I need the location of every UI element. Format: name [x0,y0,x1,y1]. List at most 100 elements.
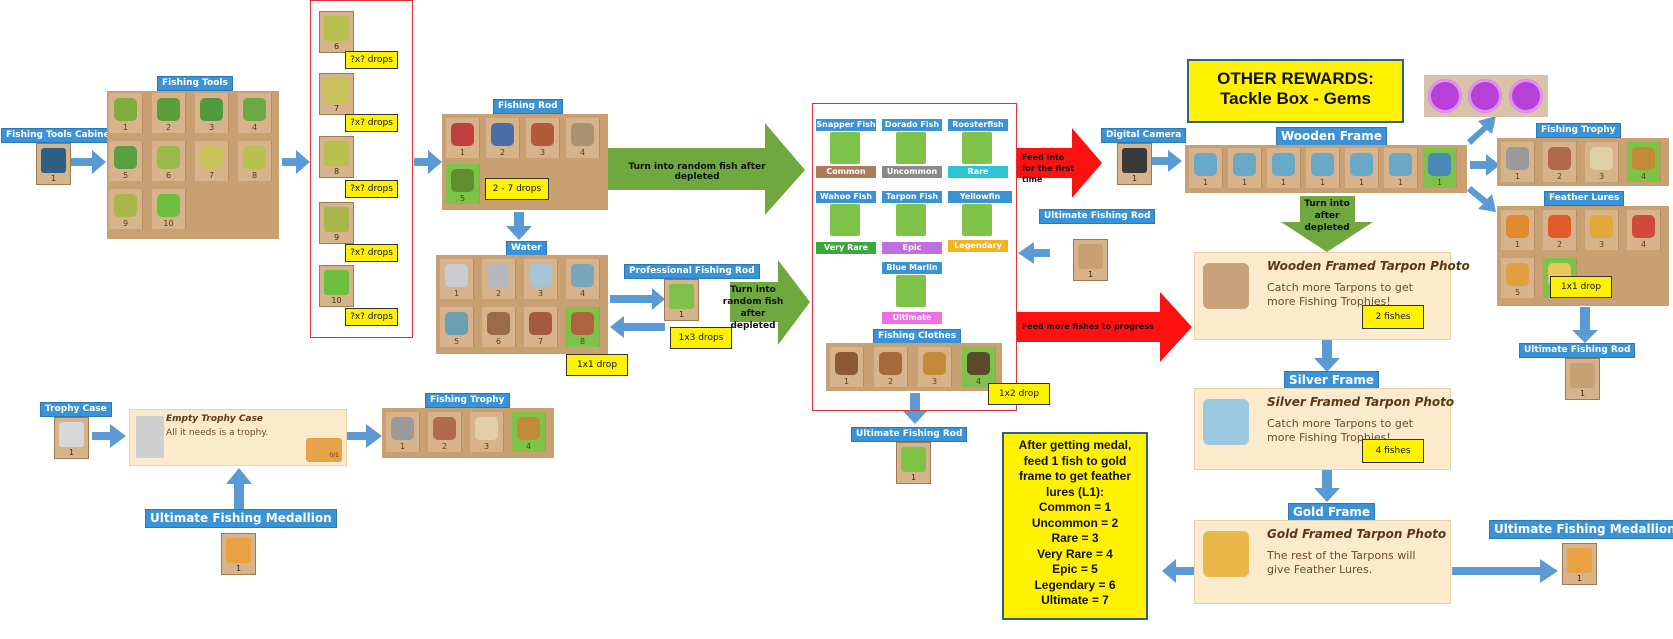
wooden-photo-card[interactable]: Wooden Framed Tarpon Photo Catch more Ta… [1194,252,1470,340]
green-arrow-1-text: Turn into random fish after depleted [628,162,766,182]
tool-item[interactable]: 3 [195,93,229,133]
ultimate-rod-right-slot[interactable]: 1 [1566,359,1599,399]
fish-icon[interactable] [830,204,860,236]
count: 1 [1576,574,1583,583]
lure-item[interactable]: 4 [1627,210,1661,250]
drop-tool-slot[interactable]: 10 [320,266,353,306]
trophy-item[interactable]: 2 [1543,142,1577,182]
lure-item[interactable]: 2 [1543,210,1577,250]
rod-icon [451,123,474,146]
vest-icon [923,352,946,375]
water-label: Water [507,242,546,255]
item-num: 6 [333,42,340,51]
rod-item[interactable]: 1 [446,118,480,158]
gold-photo-card[interactable]: Gold Framed Tarpon Photo The rest of the… [1194,520,1451,604]
professional-rod-slot[interactable]: 1 [665,280,698,320]
tool-item[interactable]: 5 [109,141,143,181]
fish-icon[interactable] [830,132,860,164]
silver-photo-card[interactable]: Silver Framed Tarpon Photo Catch more Ta… [1194,388,1454,470]
clothes-item[interactable]: 1 [830,347,864,387]
fish-icon[interactable] [896,132,926,164]
water-item[interactable]: 8 [566,307,600,347]
clothes-item[interactable]: 3 [918,347,952,387]
clothes-item[interactable]: 2 [874,347,908,387]
wooden-photo-note: 2 fishes [1362,305,1424,329]
lure-item[interactable]: 5 [1501,258,1535,298]
rod-item[interactable]: 3 [526,118,560,158]
trophy-icon [433,417,456,440]
water-item[interactable]: 6 [482,307,516,347]
fish-icon[interactable] [896,204,926,236]
case-icon [136,416,164,458]
trophy-icon [517,417,540,440]
gem-icon[interactable] [1428,79,1462,113]
water-item[interactable]: 1 [440,259,474,299]
professional-rod-label: Professional Fishing Rod [625,265,759,278]
ultimate-medallion-left-slot[interactable]: 1 [222,534,255,574]
digital-camera-slot[interactable]: 1 [1118,144,1151,184]
drop-tool-slot[interactable]: 9 [320,203,353,243]
ultimate-rod-mid-slot[interactable]: 1 [1074,240,1107,280]
blue-arrow [902,393,928,424]
fishing-tools-cabinet-slot[interactable]: 1 [37,144,70,184]
fish-icon[interactable] [962,204,992,236]
wooden-frame-item[interactable]: 1 [1345,148,1379,188]
tool-item[interactable]: 8 [238,141,272,181]
lure-item[interactable]: 3 [1585,210,1619,250]
trophy-item[interactable]: 4 [1627,142,1661,182]
lure-item[interactable]: 1 [1501,210,1535,250]
trophy-item[interactable]: 1 [386,412,420,452]
water-icon [529,312,552,335]
trophy-icon [1548,147,1571,170]
drop-tool-slot[interactable]: 7 [320,74,353,114]
fish-name: Dorado Fish [882,119,942,131]
item-num: 1 [1358,178,1365,187]
trophy-item[interactable]: 3 [1585,142,1619,182]
blue-arrow [610,316,665,338]
fish-icon[interactable] [896,275,926,307]
water-item[interactable]: 7 [524,307,558,347]
ultimate-medallion-right-slot[interactable]: 1 [1563,544,1596,584]
empty-trophy-case-card[interactable]: Empty Trophy Case All it needs is a trop… [129,409,347,466]
rod-item[interactable]: 5 [446,164,480,204]
trophy-case-slot[interactable]: 1 [55,418,88,458]
tool-item[interactable]: 9 [109,189,143,229]
wooden-frame-item[interactable]: 1 [1267,148,1301,188]
trophy-icon [1590,147,1613,170]
tool-item[interactable]: 10 [152,189,186,229]
ultimate-rod-center-slot[interactable]: 1 [897,443,930,483]
trophy-item[interactable]: 3 [470,412,504,452]
fishing-trophy-right-label: Fishing Trophy [1537,124,1620,137]
water-item[interactable]: 4 [566,259,600,299]
water-item[interactable]: 3 [524,259,558,299]
gem-icon[interactable] [1509,79,1543,113]
trophy-item[interactable]: 1 [1501,142,1535,182]
fish-icon[interactable] [962,132,992,164]
tool-item[interactable]: 6 [152,141,186,181]
gem-icon[interactable] [1468,79,1502,113]
wooden-frame-item[interactable]: 1 [1306,148,1340,188]
drop-tool-slot[interactable]: 8 [320,137,353,177]
wooden-frame-item[interactable]: 1 [1384,148,1418,188]
item-num: 8 [333,167,340,176]
wooden-frame-item[interactable]: 1 [1423,148,1457,188]
water-item[interactable]: 2 [482,259,516,299]
tool-item[interactable]: 4 [238,93,272,133]
clothes-item[interactable]: 4 [962,347,996,387]
blue-arrow [1467,186,1496,212]
tool-item[interactable]: 1 [109,93,143,133]
item-num: 1 [1241,178,1248,187]
tool-item[interactable]: 7 [195,141,229,181]
tool-item[interactable]: 2 [152,93,186,133]
item-num: 5 [122,171,129,180]
trophy-item[interactable]: 2 [428,412,462,452]
rod-item[interactable]: 2 [486,118,520,158]
green-arrow-2 [730,260,810,345]
rod-item[interactable]: 4 [566,118,600,158]
trophy-item[interactable]: 4 [512,412,546,452]
wooden-frame-item[interactable]: 1 [1189,148,1223,188]
water-item[interactable]: 5 [440,307,474,347]
wooden-frame-item[interactable]: 1 [1228,148,1262,188]
drop-tool-slot[interactable]: 6 [320,12,353,52]
